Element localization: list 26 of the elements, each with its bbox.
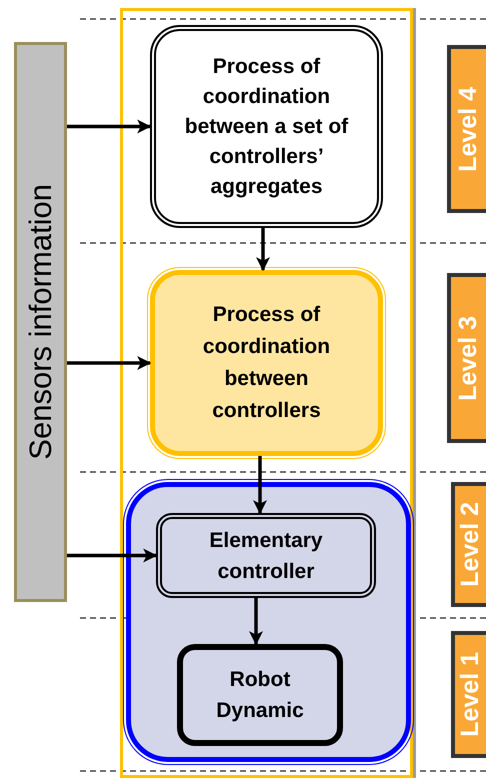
arrow [256,228,270,272]
process-box [177,644,343,746]
level-tag [447,45,486,213]
controller-group [126,482,411,762]
process-label: Process of coordination between a set of controllers’ aggregates [184,54,350,200]
sensor-label: Sensors information [25,184,56,460]
process-box [156,513,376,598]
frame-box [120,8,413,778]
arrow [67,356,152,370]
process-label: Process of coordination between controllers [202,302,332,424]
process-label: Elementary controller [208,528,324,584]
arrow [249,598,263,646]
process-box [150,25,383,228]
sensor-bar [14,42,67,602]
level-label: Level 4 [456,86,481,172]
level-label: Level 3 [456,316,481,400]
level-tag [451,631,486,758]
level-label: Level 2 [458,502,483,587]
level-label: Level 1 [458,652,483,737]
process-box [150,270,383,456]
process-label: Robot Dynamic [215,667,305,724]
arrow [67,120,152,134]
level-tag [451,482,486,607]
arrow [67,548,158,562]
arrow [253,456,267,514]
level-tag [447,273,486,443]
